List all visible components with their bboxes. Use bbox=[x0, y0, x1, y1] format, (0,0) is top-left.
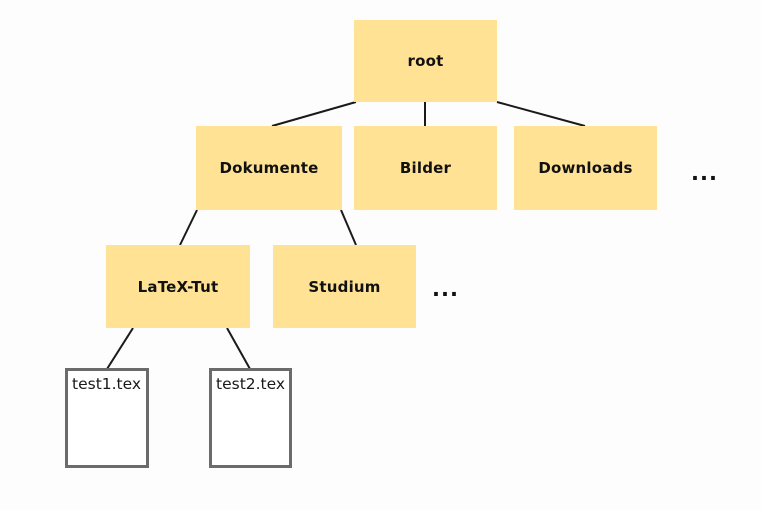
node-label: LaTeX-Tut bbox=[137, 277, 219, 296]
node-label: Downloads bbox=[538, 159, 633, 177]
node-dokumente[interactable]: Dokumente bbox=[196, 126, 342, 210]
node-downloads[interactable]: Downloads bbox=[514, 126, 657, 210]
node-bilder[interactable]: Bilder bbox=[354, 126, 497, 210]
node-test2-tex[interactable]: test2.tex bbox=[209, 368, 292, 468]
node-label: Dokumente bbox=[219, 159, 319, 177]
ellipsis-level2: ... bbox=[432, 277, 459, 301]
edge-dokumente-to-latextut bbox=[179, 209, 198, 246]
node-test1-tex[interactable]: test1.tex bbox=[65, 368, 149, 468]
edge-latextut-to-test2 bbox=[226, 327, 251, 370]
edge-root-to-downloads bbox=[496, 101, 586, 127]
node-latex-tut[interactable]: LaTeX-Tut bbox=[106, 245, 250, 328]
ellipsis-level1: ... bbox=[691, 161, 718, 185]
node-label: Bilder bbox=[399, 159, 452, 177]
node-label: test1.tex bbox=[72, 375, 142, 393]
edge-dokumente-to-studium bbox=[340, 209, 357, 246]
node-label: test2.tex bbox=[216, 375, 286, 393]
node-label: Studium bbox=[308, 277, 381, 296]
node-studium[interactable]: Studium bbox=[273, 245, 416, 328]
edge-latextut-to-test1 bbox=[106, 327, 134, 370]
edge-root-to-dokumente bbox=[271, 101, 357, 127]
node-label: root bbox=[407, 52, 444, 70]
node-root[interactable]: root bbox=[354, 20, 497, 102]
